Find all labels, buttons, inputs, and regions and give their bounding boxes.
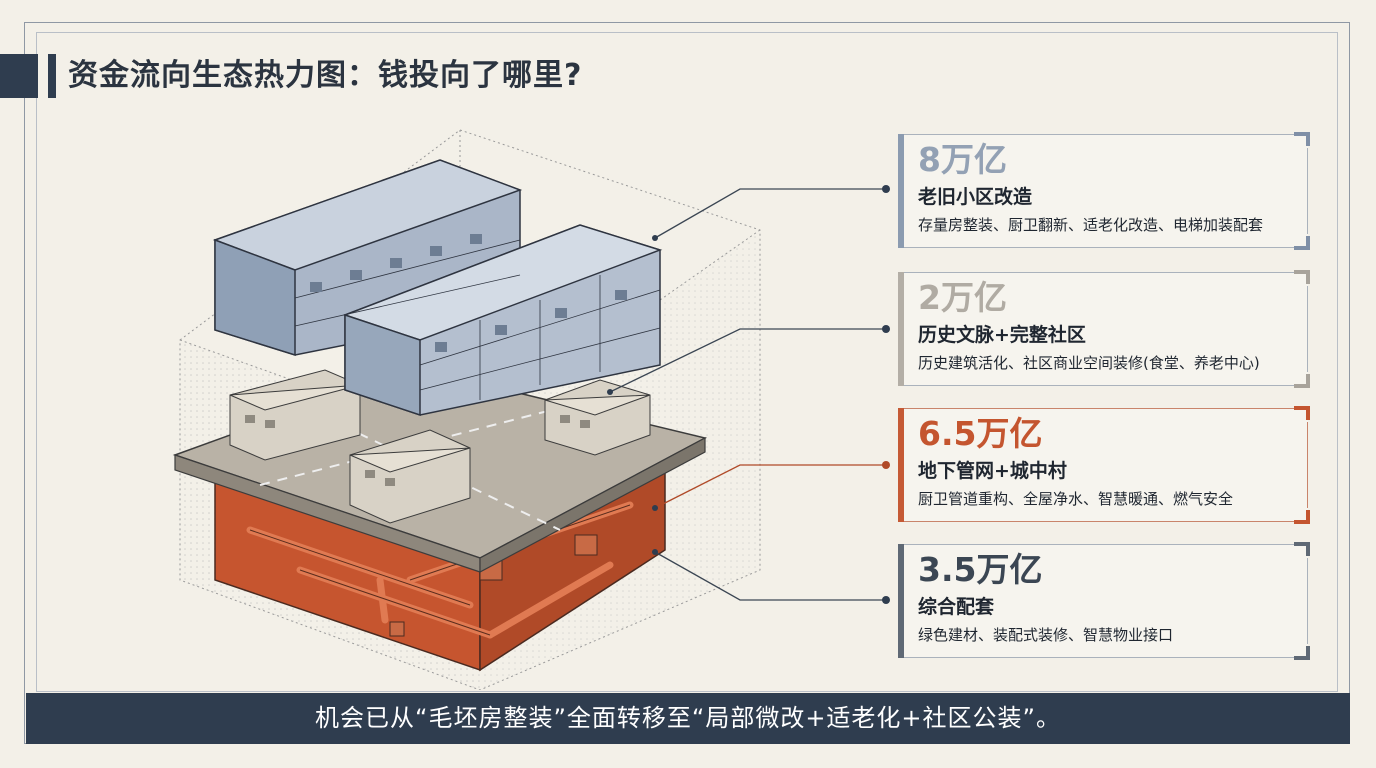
card-supporting-facilities: 3.5万亿 综合配套 绿色建材、装配式装修、智慧物业接口	[898, 542, 1310, 660]
card-value: 8万亿	[918, 140, 1007, 179]
residential-buildings-layer	[212, 159, 663, 417]
card-historic-community: 2万亿 历史文脉+完整社区 历史建筑活化、社区商业空间装修(食堂、养老中心)	[898, 270, 1310, 388]
inner-frame	[36, 32, 1338, 692]
page-title: 资金流向生态热力图：钱投向了哪里?	[68, 58, 583, 93]
card-category: 历史文脉+完整社区	[918, 324, 1086, 346]
card-category: 综合配套	[918, 596, 995, 618]
card-detail: 厨卫管道重构、全屋净水、智慧暖通、燃气安全	[918, 490, 1234, 508]
card-value: 6.5万亿	[918, 414, 1043, 453]
footer-conclusion: 机会已从“毛坯房整装”全面转移至“局部微改+适老化+社区公装”。	[26, 693, 1350, 744]
card-category: 地下管网+城中村	[918, 460, 1067, 482]
card-underground-pipes: 6.5万亿 地下管网+城中村 厨卫管道重构、全屋净水、智慧暖通、燃气安全	[898, 406, 1310, 524]
title-accent-bar	[0, 54, 38, 98]
ground-slab-layer	[172, 367, 708, 573]
card-value: 3.5万亿	[918, 550, 1043, 589]
card-category: 老旧小区改造	[918, 186, 1033, 208]
exploded-city-illustration	[172, 129, 761, 690]
card-detail: 绿色建材、装配式装修、智慧物业接口	[918, 626, 1174, 644]
card-detail: 存量房整装、厨卫翻新、适老化改造、电梯加装配套	[918, 216, 1264, 234]
card-old-community-renovation: 8万亿 老旧小区改造 存量房整装、厨卫翻新、适老化改造、电梯加装配套	[898, 132, 1310, 250]
card-value: 2万亿	[918, 278, 1007, 317]
card-detail: 历史建筑活化、社区商业空间装修(食堂、养老中心)	[918, 354, 1260, 372]
title-accent-stripe	[48, 54, 56, 98]
